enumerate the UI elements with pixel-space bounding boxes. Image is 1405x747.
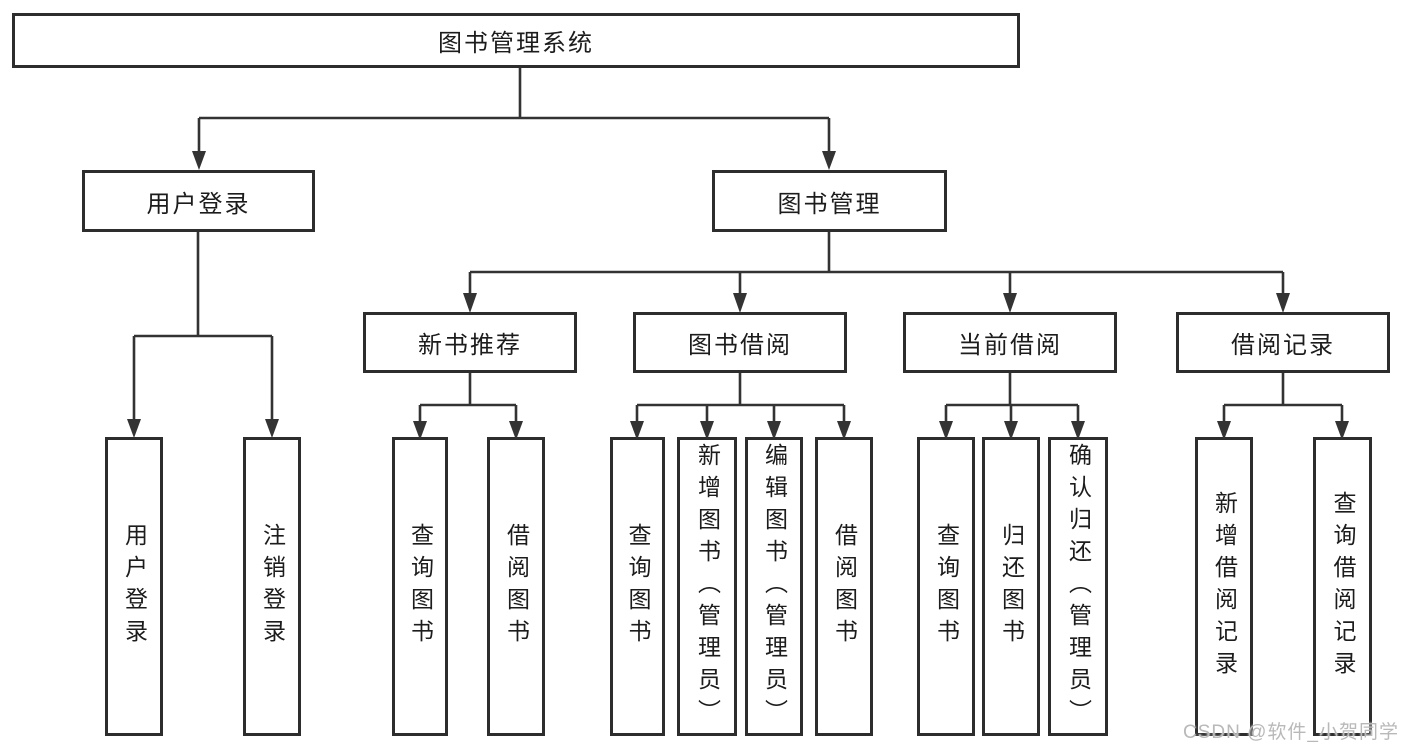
node-label: 新增图书（管理员） bbox=[694, 442, 721, 731]
leaf-user-login: 用户登录 bbox=[105, 437, 163, 736]
leaf-confirm-return-admin: 确认归还（管理员） bbox=[1048, 437, 1108, 736]
node-label: 图书管理 bbox=[777, 190, 882, 218]
arrow-down-icon bbox=[265, 419, 279, 438]
leaf-query-borrow-record: 查询借阅记录 bbox=[1313, 437, 1372, 736]
node-label: 用户登录 bbox=[146, 190, 251, 218]
node-book-borrowing: 图书借阅 bbox=[633, 312, 847, 373]
node-label: 查询图书 bbox=[933, 522, 960, 651]
node-library-management-system: 图书管理系统 bbox=[12, 13, 1020, 68]
leaf-add-books-admin: 新增图书（管理员） bbox=[677, 437, 737, 736]
node-book-management-branch: 图书管理 bbox=[712, 170, 947, 232]
node-new-book-recommendation: 新书推荐 bbox=[363, 312, 577, 373]
branch-current-borrow bbox=[939, 373, 1085, 440]
node-label: 图书借阅 bbox=[688, 332, 792, 359]
leaf-query-books-current: 查询图书 bbox=[917, 437, 975, 736]
node-label: 用户登录 bbox=[121, 522, 148, 651]
node-label: 借阅图书 bbox=[831, 522, 858, 651]
arrow-down-icon bbox=[127, 419, 141, 438]
leaf-query-books-recommend: 查询图书 bbox=[392, 437, 448, 736]
leaf-query-books-borrow: 查询图书 bbox=[610, 437, 665, 736]
csdn-watermark: CSDN @软件_小贺同学 bbox=[1183, 722, 1399, 743]
node-label: 图书管理系统 bbox=[438, 30, 594, 57]
arrow-down-icon bbox=[1276, 293, 1290, 313]
branch-book-borrow bbox=[630, 373, 851, 440]
leaf-logout: 注销登录 bbox=[243, 437, 301, 736]
arrow-down-icon bbox=[192, 151, 206, 170]
branch-user-login bbox=[127, 232, 279, 438]
leaf-return-books: 归还图书 bbox=[982, 437, 1040, 736]
arrow-down-icon bbox=[822, 151, 836, 170]
node-label: 编辑图书（管理员） bbox=[761, 442, 788, 731]
leaf-edit-books-admin: 编辑图书（管理员） bbox=[745, 437, 803, 736]
node-label: 归还图书 bbox=[998, 522, 1025, 651]
node-label: 新增借阅记录 bbox=[1211, 490, 1238, 683]
arrow-down-icon bbox=[733, 293, 747, 313]
node-label: 查询图书 bbox=[625, 522, 651, 651]
node-label: 借阅记录 bbox=[1231, 332, 1335, 359]
node-label: 查询借阅记录 bbox=[1330, 490, 1356, 683]
node-label: 注销登录 bbox=[259, 522, 286, 651]
leaf-add-borrow-record: 新增借阅记录 bbox=[1195, 437, 1253, 736]
branch-book-management bbox=[463, 232, 1290, 313]
node-current-borrowing: 当前借阅 bbox=[903, 312, 1117, 373]
node-label: 当前借阅 bbox=[958, 332, 1062, 359]
arrow-down-icon bbox=[1003, 293, 1017, 313]
node-label: 查询图书 bbox=[407, 522, 434, 651]
node-label: 新书推荐 bbox=[418, 332, 522, 359]
node-label: 借阅图书 bbox=[503, 522, 530, 651]
branch-new-book bbox=[413, 373, 523, 440]
branch-borrow-record bbox=[1217, 373, 1349, 440]
node-user-login-branch: 用户登录 bbox=[82, 170, 315, 232]
branch-root bbox=[192, 68, 836, 170]
leaf-borrow-books-recommend: 借阅图书 bbox=[487, 437, 545, 736]
arrow-down-icon bbox=[463, 293, 477, 313]
leaf-borrow-books: 借阅图书 bbox=[815, 437, 873, 736]
node-borrowing-records: 借阅记录 bbox=[1176, 312, 1390, 373]
node-label: 确认归还（管理员） bbox=[1065, 442, 1092, 731]
